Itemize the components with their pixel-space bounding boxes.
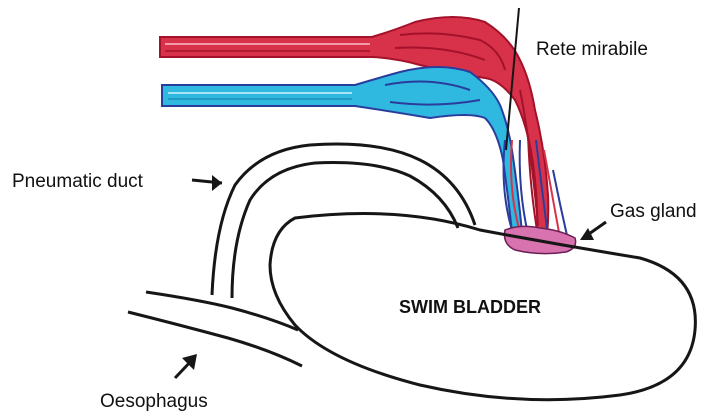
- oesophagus-label: Oesophagus: [100, 392, 208, 411]
- rete-mirabile-label: Rete mirabile: [536, 40, 648, 59]
- pneumatic-duct-label: Pneumatic duct: [12, 172, 143, 191]
- oesophagus-arrow: [175, 354, 197, 378]
- gas-gland-arrow: [580, 222, 606, 240]
- gas-gland-label: Gas gland: [610, 202, 697, 221]
- swim-bladder-label: SWIM BLADDER: [399, 298, 541, 316]
- pneumatic-duct: [212, 144, 475, 298]
- pneumatic-duct-arrow: [192, 175, 222, 191]
- oesophagus: [128, 292, 302, 366]
